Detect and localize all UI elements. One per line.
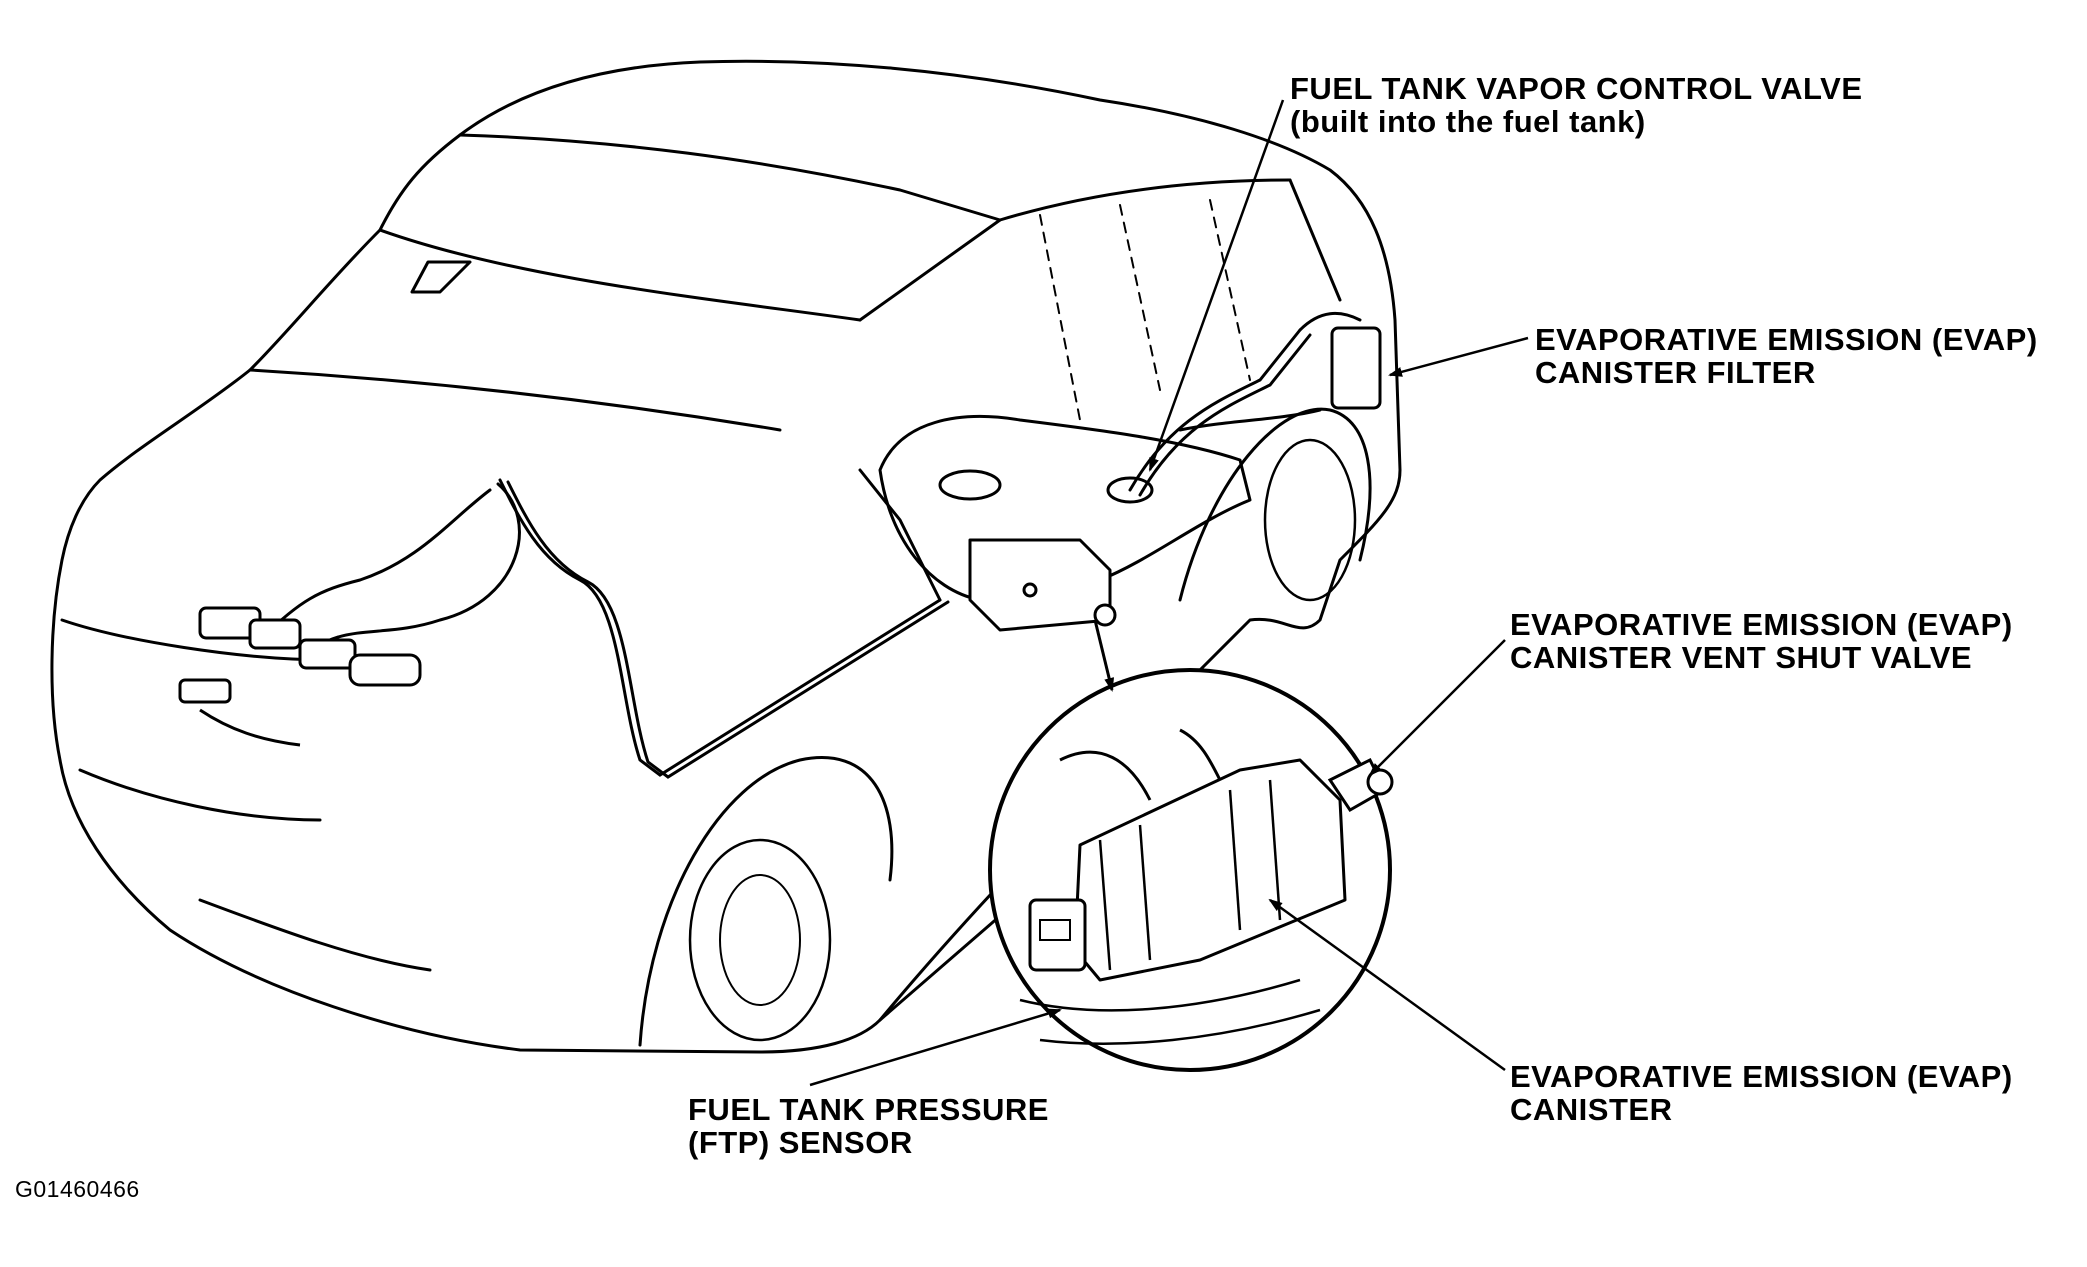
label-ftp-line1: FUEL TANK PRESSURE (688, 1092, 1049, 1127)
label-vent-shut-line1: EVAPORATIVE EMISSION (EVAP) (1510, 607, 2013, 642)
label-vapor-valve-line1: FUEL TANK VAPOR CONTROL VALVE (1290, 71, 1863, 106)
label-ftp-line2: (FTP) SENSOR (688, 1125, 913, 1160)
label-evap-canister-filter: EVAPORATIVE EMISSION (EVAP) CANISTER FIL… (1535, 323, 2038, 389)
fuel-lines (258, 468, 950, 779)
label-canister-filter-line2: CANISTER FILTER (1535, 355, 1816, 390)
label-evap-canister-vent-shut-valve: EVAPORATIVE EMISSION (EVAP) CANISTER VEN… (1510, 608, 2013, 674)
leader-ftp-sensor (809, 1008, 1062, 1087)
label-vent-shut-line2: CANISTER VENT SHUT VALVE (1510, 640, 1973, 675)
label-canister-filter-line1: EVAPORATIVE EMISSION (EVAP) (1535, 322, 2038, 357)
leader-vent-shut-valve (1368, 639, 1506, 777)
leader-vapor-valve (1148, 99, 1285, 472)
engine-bay-components (178, 606, 422, 747)
label-fuel-tank-pressure-sensor: FUEL TANK PRESSURE (FTP) SENSOR (688, 1093, 1049, 1159)
callout-leader-lines (809, 99, 1529, 1087)
leader-canister-filter (1388, 336, 1529, 377)
figure-id: G01460466 (15, 1176, 140, 1202)
rear-evap-hoses (1128, 311, 1362, 497)
canister-filter-body (1330, 326, 1382, 410)
leader-canister (1268, 898, 1506, 1072)
label-fuel-tank-vapor-control-valve: FUEL TANK VAPOR CONTROL VALVE (built int… (1290, 72, 1863, 138)
fuel-tank (878, 415, 1252, 602)
label-evap-canister: EVAPORATIVE EMISSION (EVAP) CANISTER (1510, 1060, 2013, 1126)
detail-pointer-arrow (1093, 619, 1115, 692)
label-canister-line2: CANISTER (1510, 1092, 1673, 1127)
label-vapor-valve-line2: (built into the fuel tank) (1290, 104, 1646, 139)
car-body (50, 59, 1402, 1054)
canister-detail-view (988, 668, 1394, 1072)
evap-canister-small (968, 538, 1117, 632)
label-canister-line1: EVAPORATIVE EMISSION (EVAP) (1510, 1059, 2013, 1094)
